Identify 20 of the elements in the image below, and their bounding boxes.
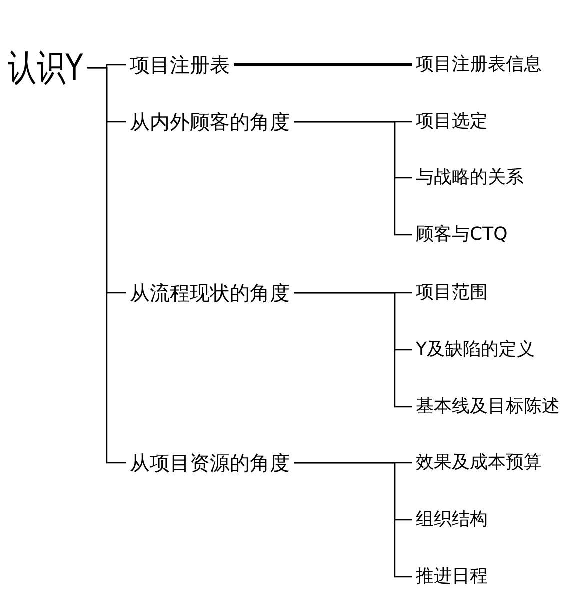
leaf-topic: 与战略的关系 (416, 167, 524, 189)
leaf-topic: 项目范围 (416, 282, 488, 304)
leaf-topic: 顾客与CTQ (416, 224, 508, 246)
leaf-topic: 项目注册表信息 (416, 54, 542, 76)
connector-line (294, 292, 412, 408)
root-topic: 认识Y (8, 46, 84, 90)
leaf-topic: Y及缺陷的定义 (416, 339, 535, 361)
connector-line (87, 67, 126, 464)
branch-topic: 从项目资源的角度 (130, 451, 290, 475)
connector-line (294, 462, 412, 578)
leaf-topic: 基本线及目标陈述 (416, 396, 560, 418)
leaf-topic: 效果及成本预算 (416, 452, 542, 474)
leaf-topic: 推进日程 (416, 566, 488, 588)
branch-topic: 项目注册表 (130, 53, 230, 77)
connector-line (234, 64, 412, 66)
leaf-topic: 组织结构 (416, 509, 488, 531)
branch-topic: 从流程现状的角度 (130, 281, 290, 305)
branch-topic: 从内外顾客的角度 (130, 110, 290, 134)
leaf-topic: 项目选定 (416, 111, 488, 133)
connector-line (294, 121, 412, 236)
